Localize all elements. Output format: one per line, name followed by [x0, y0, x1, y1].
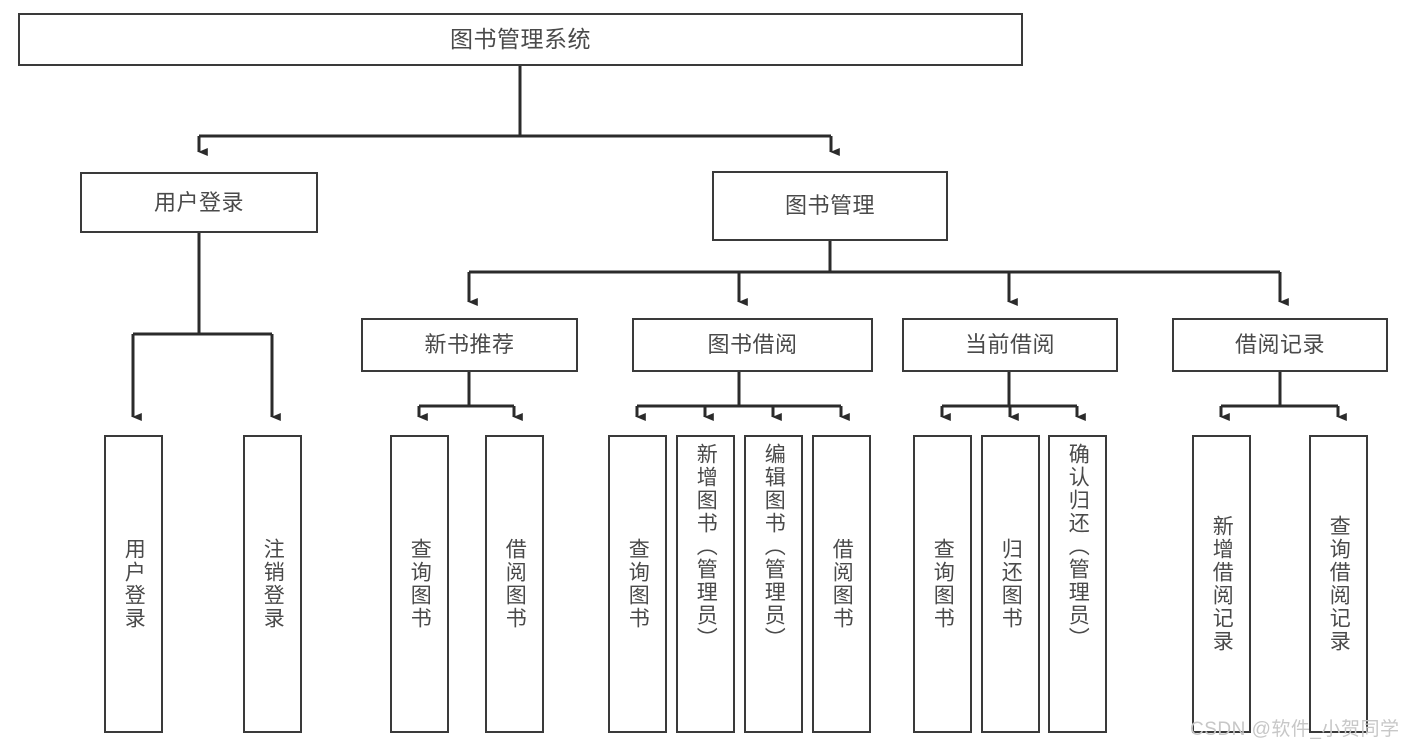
- leaf-edit-book-admin[interactable]: 编辑图书（管理员）: [744, 435, 803, 733]
- node-label: 当前借阅: [964, 332, 1055, 358]
- node-label: 归还图书: [999, 538, 1023, 630]
- leaf-query-book-new[interactable]: 查询图书: [390, 435, 449, 733]
- node-new-book-recommend[interactable]: 新书推荐: [361, 318, 578, 372]
- leaf-add-borrow-record[interactable]: 新增借阅记录: [1192, 435, 1251, 733]
- leaf-query-book-current[interactable]: 查询图书: [913, 435, 972, 733]
- node-label: 图书借阅: [707, 332, 798, 358]
- node-label: 注销登录: [261, 538, 285, 630]
- node-label: 图书管理系统: [450, 26, 591, 53]
- leaf-query-book-borrow[interactable]: 查询图书: [608, 435, 667, 733]
- csdn-watermark: CSDN @软件_小贺同学: [1190, 719, 1400, 740]
- leaf-query-borrow-record[interactable]: 查询借阅记录: [1309, 435, 1368, 733]
- leaf-borrow-book-new[interactable]: 借阅图书: [485, 435, 544, 733]
- node-label: 图书管理: [784, 193, 875, 219]
- node-user-login[interactable]: 用户登录: [80, 172, 318, 233]
- node-book-management[interactable]: 图书管理: [712, 171, 948, 241]
- leaf-return-book[interactable]: 归还图书: [981, 435, 1040, 733]
- node-book-borrow[interactable]: 图书借阅: [632, 318, 873, 372]
- node-label: 查询借阅记录: [1327, 515, 1351, 653]
- node-label: 借阅图书: [830, 538, 854, 630]
- node-label: 借阅图书: [503, 538, 527, 630]
- node-label: 查询图书: [931, 538, 955, 630]
- node-label: 查询图书: [626, 538, 650, 630]
- leaf-confirm-return-admin[interactable]: 确认归还（管理员）: [1048, 435, 1107, 733]
- node-label: 新增图书（管理员）: [694, 443, 718, 650]
- node-label: 用户登录: [153, 189, 244, 215]
- leaf-logout[interactable]: 注销登录: [243, 435, 302, 733]
- leaf-user-login[interactable]: 用户登录: [104, 435, 163, 733]
- node-borrow-record[interactable]: 借阅记录: [1172, 318, 1388, 372]
- node-label: 确认归还（管理员）: [1066, 443, 1090, 650]
- node-root-system[interactable]: 图书管理系统: [18, 13, 1023, 66]
- leaf-borrow-book-borrow[interactable]: 借阅图书: [812, 435, 871, 733]
- leaf-add-book-admin[interactable]: 新增图书（管理员）: [676, 435, 735, 733]
- node-current-borrow[interactable]: 当前借阅: [902, 318, 1118, 372]
- node-label: 用户登录: [122, 538, 146, 630]
- node-label: 借阅记录: [1234, 332, 1325, 358]
- node-label: 编辑图书（管理员）: [762, 443, 786, 650]
- node-label: 查询图书: [408, 538, 432, 630]
- node-label: 新书推荐: [424, 332, 515, 358]
- node-label: 新增借阅记录: [1210, 515, 1234, 653]
